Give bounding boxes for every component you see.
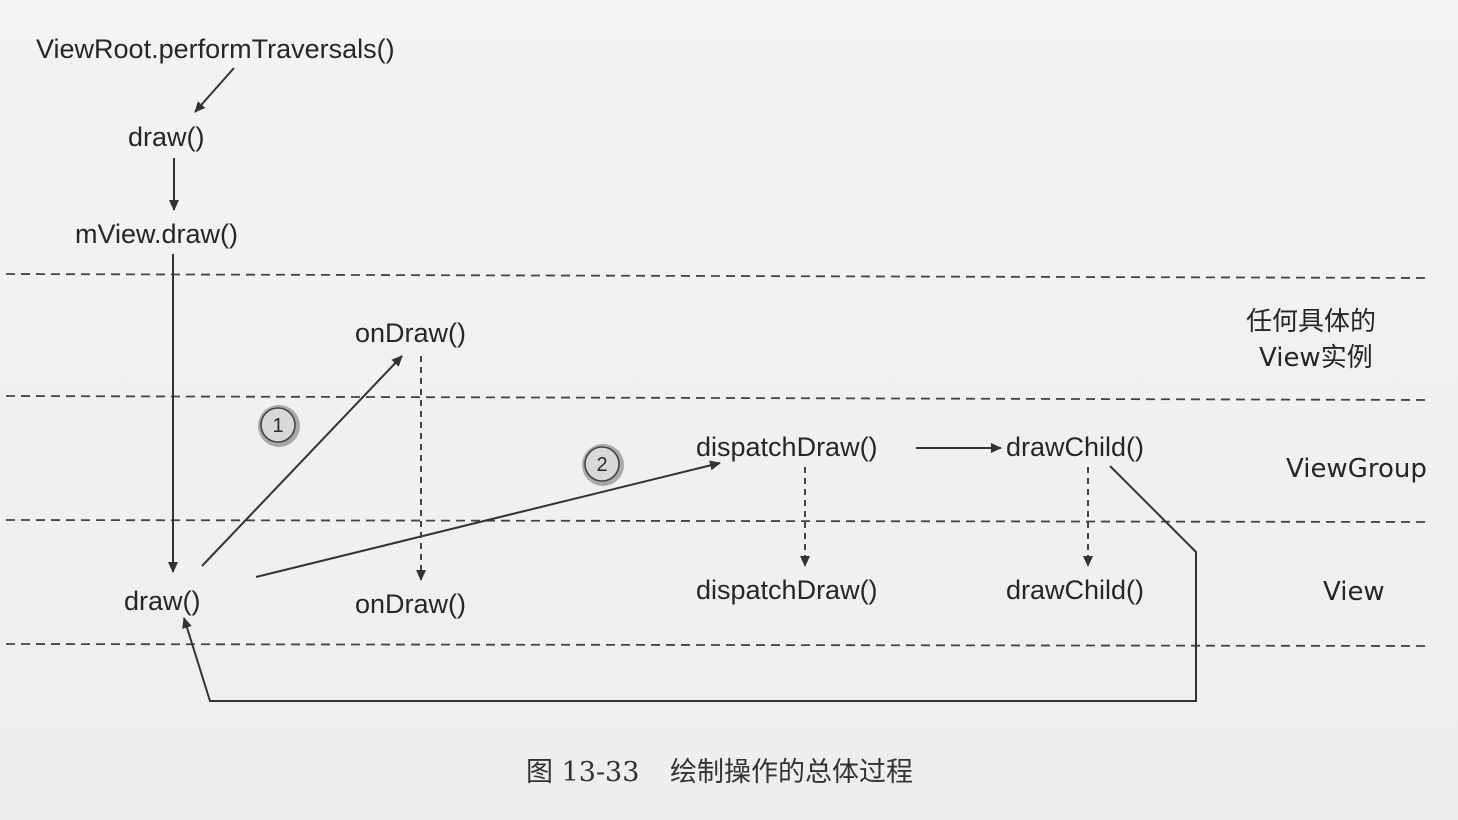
node-mview-draw: mView.draw() (75, 219, 238, 249)
node-perform-traversals: ViewRoot.performTraversals() (36, 34, 395, 64)
node-viewgroup-dispatchdraw: dispatchDraw() (696, 432, 878, 462)
step-badge-2-label: 2 (596, 454, 607, 476)
layer-label-viewgroup: ViewGroup (1286, 454, 1427, 484)
arrow-recursion-loop (182, 465, 1197, 702)
step-badge-1: 1 (258, 405, 300, 447)
layer-label-view: View (1323, 577, 1385, 607)
arrow-step2-draw-to-dispatchdraw (255, 460, 721, 578)
figure-title: 绘制操作的总体过程 (670, 757, 913, 788)
node-view-ondraw: onDraw() (355, 589, 466, 619)
node-root-draw: draw() (128, 122, 205, 152)
node-view-dispatchdraw: dispatchDraw() (696, 575, 878, 605)
node-viewgroup-drawchild: drawChild() (1006, 432, 1144, 462)
layer-label-instance-line1: 任何具体的 (1246, 307, 1376, 337)
divider-line-1 (5, 273, 1431, 279)
layer-label-instance-line2: View实例 (1259, 343, 1373, 373)
node-view-draw: draw() (124, 586, 201, 616)
step-badge-1-label: 1 (272, 415, 283, 437)
step-badge-2: 2 (582, 444, 624, 486)
divider-line-4 (5, 643, 1431, 647)
arrow-step1-draw-to-ondraw (201, 355, 403, 567)
figure-number: 图 13-33 (526, 757, 639, 788)
arrow-traversals-to-draw (194, 67, 235, 113)
divider-line-2 (5, 395, 1431, 401)
node-instance-ondraw: onDraw() (355, 318, 466, 348)
divider-line-3 (5, 519, 1431, 523)
node-view-drawchild: drawChild() (1006, 575, 1144, 605)
